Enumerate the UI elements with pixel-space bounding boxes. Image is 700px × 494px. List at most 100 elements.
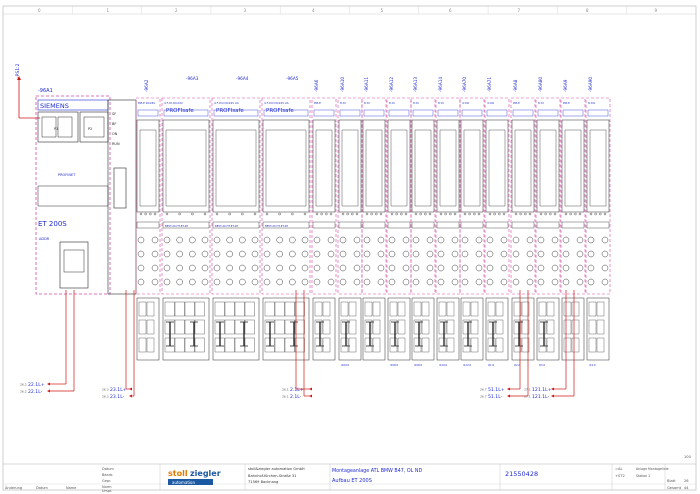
led [325,212,328,216]
led [569,212,572,216]
led [320,212,323,216]
terminal-cell [174,337,185,353]
title-row-label: Bearb. [102,473,113,477]
terminal-block [136,297,160,361]
terminal [201,236,209,244]
address-label: I108.0 [414,363,423,367]
terminal-block [511,297,535,361]
module-body [586,119,610,213]
module-outline [361,97,387,295]
terminal [388,236,396,244]
terminal-cell [596,337,605,353]
label-strip [561,221,585,229]
terminal-block [162,297,210,361]
terminal-block [212,297,260,361]
led [379,212,383,216]
terminal-cell [546,319,555,335]
terminal-cell [138,301,147,317]
module-header-box [213,109,259,117]
module-header: PM-E [513,101,520,105]
drawing-subtitle: Aufbau ET 200S [332,478,372,484]
company-name: stoll&ziegler automation GmbH [248,467,305,471]
module-tag: -96A11 [364,77,369,92]
led [165,212,169,216]
ruler-number: 1 [107,8,110,13]
terminal [276,236,283,244]
led [370,212,373,216]
module-header: 4 F-DO DC24V 2A [264,101,289,105]
terminal [562,250,570,258]
label-strip [485,221,509,229]
terminal-cell [495,319,504,335]
terminal [526,264,534,272]
title-right-key: =AL [615,467,622,471]
terminal-block [411,297,435,361]
module-body [136,119,160,213]
terminal-cell [397,319,406,335]
terminal [426,250,434,258]
headmodule-brand: SIEMENS [40,102,69,110]
led [553,212,557,216]
terminal-cell [294,337,305,353]
terminal [226,236,233,244]
terminal [239,250,246,258]
terminal-cell [314,337,323,353]
terminal-cell [546,337,555,353]
module-header-box [412,109,434,117]
ruler-number: 2 [175,8,178,13]
address-label: Q2.0 [514,363,521,367]
wire-ref: 26.1 [282,395,289,399]
terminal-cell [314,301,323,317]
terminal-cell [470,337,479,353]
terminal-cell [314,319,323,335]
wire-arrow [129,387,132,391]
terminal-cell [546,301,555,317]
led [215,212,219,216]
terminal [388,278,396,286]
headmodule-small-label: P1 [54,127,58,131]
terminal-cell [487,319,496,335]
terminal [201,278,209,286]
title-row-label: Gepr. [102,479,111,483]
led [428,212,432,216]
terminal [486,250,494,258]
terminal [562,264,570,272]
total-key: Gesamt [667,486,682,490]
terminal-cell [244,319,255,335]
wire-ref: 26.3 [102,395,109,399]
terminal-cell [244,337,255,353]
terminal [151,236,159,244]
module-tag: -96A13 [413,77,418,92]
module-tag: -96A90 [588,77,593,92]
module-body [387,119,411,213]
terminal [388,264,396,272]
module-tag: -96A80 [538,77,543,92]
module-inner [539,129,557,207]
led [144,212,147,216]
module-tag: -96A2 [144,79,149,92]
terminal-cell [446,337,455,353]
terminal [461,250,469,258]
terminal-block [485,297,509,361]
terminal-cell [521,319,530,335]
terminal-cell [294,301,305,317]
terminal [176,264,183,272]
terminal-block [262,297,310,361]
led [574,212,577,216]
module-header-box [461,109,483,117]
terminal-cell [462,337,471,353]
wire-ref: 26.1 [282,388,289,392]
terminal [189,278,196,286]
terminal [213,264,221,272]
power-feed-label: -PS1:2 [15,63,21,78]
terminal-cell [284,337,295,353]
wire-ref: 27.1 [524,388,531,392]
terminal [451,250,459,258]
address-label: I100.0 [341,363,350,367]
